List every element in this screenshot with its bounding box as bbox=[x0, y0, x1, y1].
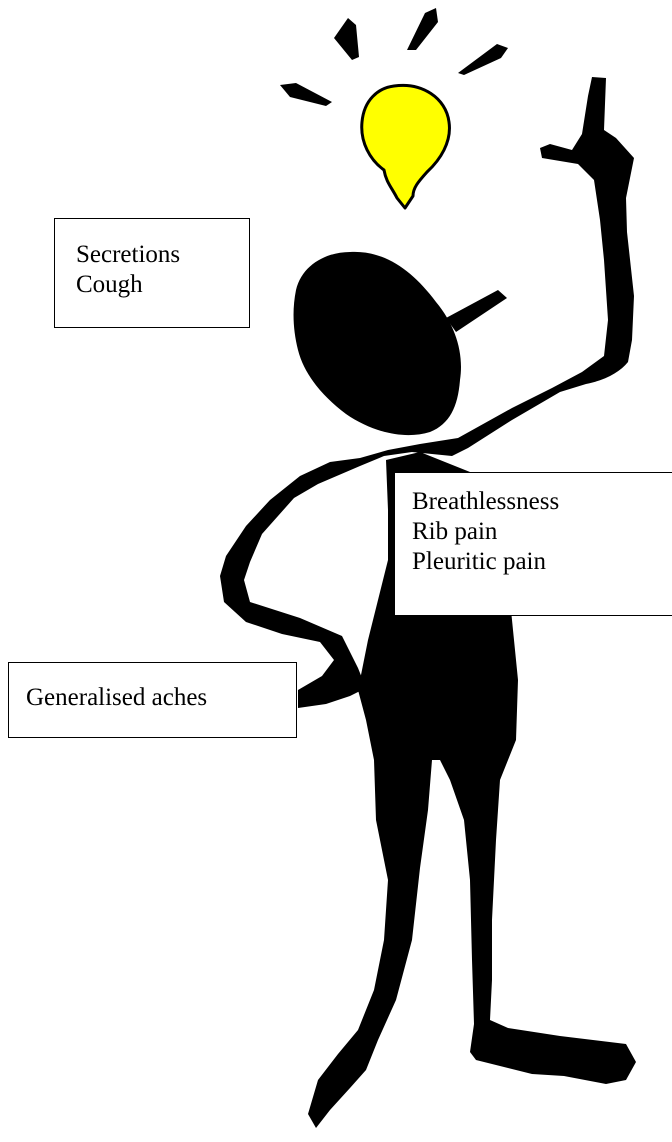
ray-left-icon bbox=[280, 83, 332, 106]
arm-symptom-generalised-aches: Generalised aches bbox=[26, 683, 296, 713]
chest-symptom-rib-pain: Rib pain bbox=[412, 517, 672, 547]
nose-silhouette bbox=[446, 290, 507, 332]
lightbulb-icon bbox=[362, 85, 450, 208]
head-silhouette bbox=[294, 252, 461, 435]
ray-right-icon bbox=[458, 44, 508, 75]
ray-upper-left-icon bbox=[334, 18, 359, 60]
chest-symptom-breathlessness: Breathlessness bbox=[412, 487, 672, 517]
chest-symptom-pleuritic-pain: Pleuritic pain bbox=[412, 547, 672, 577]
head-symptoms-box: Secretions Cough bbox=[54, 218, 250, 328]
head-symptom-secretions: Secretions bbox=[76, 240, 249, 270]
arm-symptoms-box: Generalised aches bbox=[8, 662, 297, 738]
head-symptom-cough: Cough bbox=[76, 270, 249, 300]
ray-top-icon bbox=[407, 8, 438, 50]
chest-symptoms-box: Breathlessness Rib pain Pleuritic pain bbox=[394, 472, 672, 616]
